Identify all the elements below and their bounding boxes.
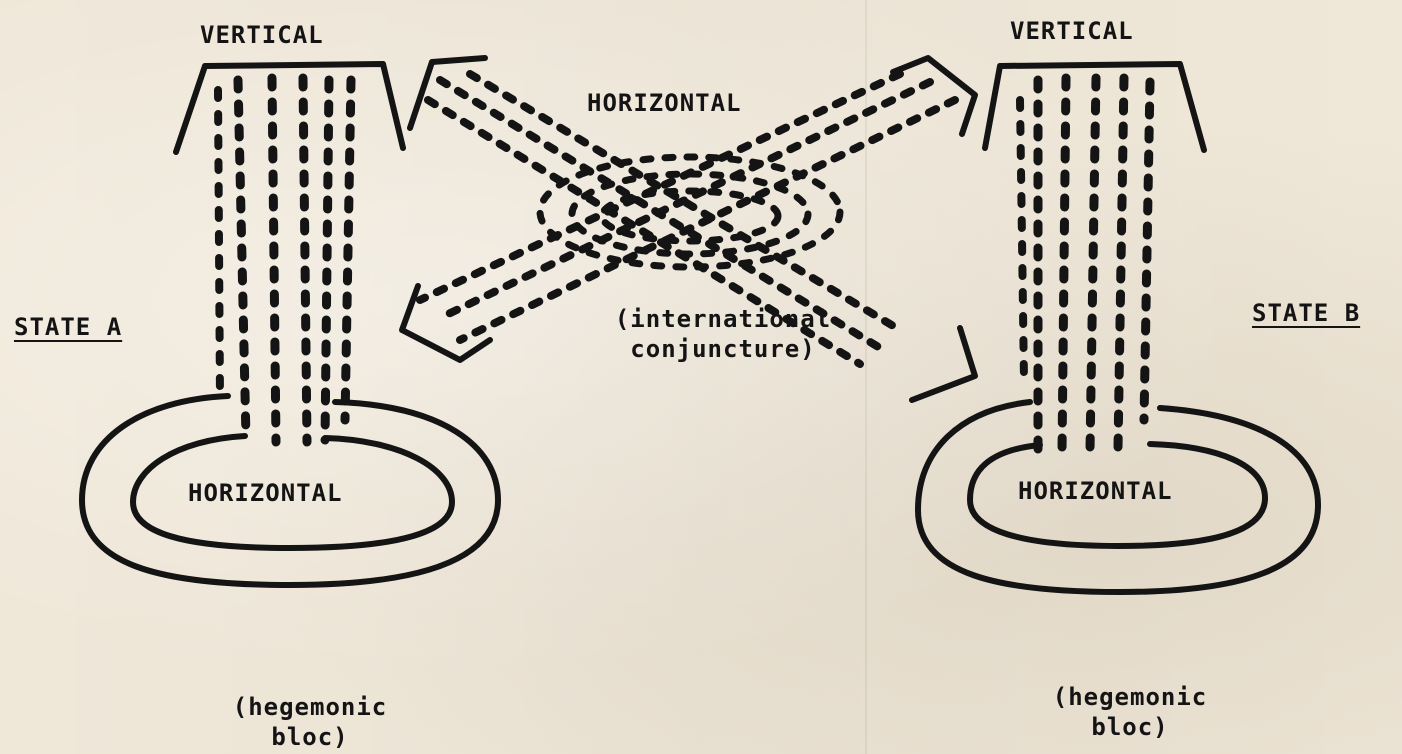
state-b-label: STATE B [1252,298,1360,328]
international-label-line1: (international [573,304,873,334]
horizontal-label-state-b: HORIZONTAL [1018,476,1173,506]
vertical-label-state-b: VERTICAL [1010,16,1134,46]
hegemonic-bloc-label-state-a: (hegemonic bloc) [180,692,440,752]
hegemonic-b-line2: bloc) [1000,712,1260,742]
horizontal-label-state-a: HORIZONTAL [188,478,343,508]
hegemonic-b-line1: (hegemonic [1000,682,1260,712]
state-a-vertical-funnel [176,64,403,442]
state-b-vertical-funnel [985,64,1204,452]
horizontal-label-international: HORIZONTAL [587,88,742,118]
international-conjuncture-label: (international conjuncture) [573,304,873,364]
hegemonic-a-line1: (hegemonic [180,692,440,722]
international-label-line2: conjuncture) [573,334,873,364]
vertical-label-state-a: VERTICAL [200,20,324,50]
hegemonic-bloc-label-state-b: (hegemonic bloc) [1000,682,1260,742]
arrow-to-state-b-bottom [912,328,975,400]
hegemonic-a-line2: bloc) [180,722,440,752]
state-a-label: STATE A [14,312,122,342]
